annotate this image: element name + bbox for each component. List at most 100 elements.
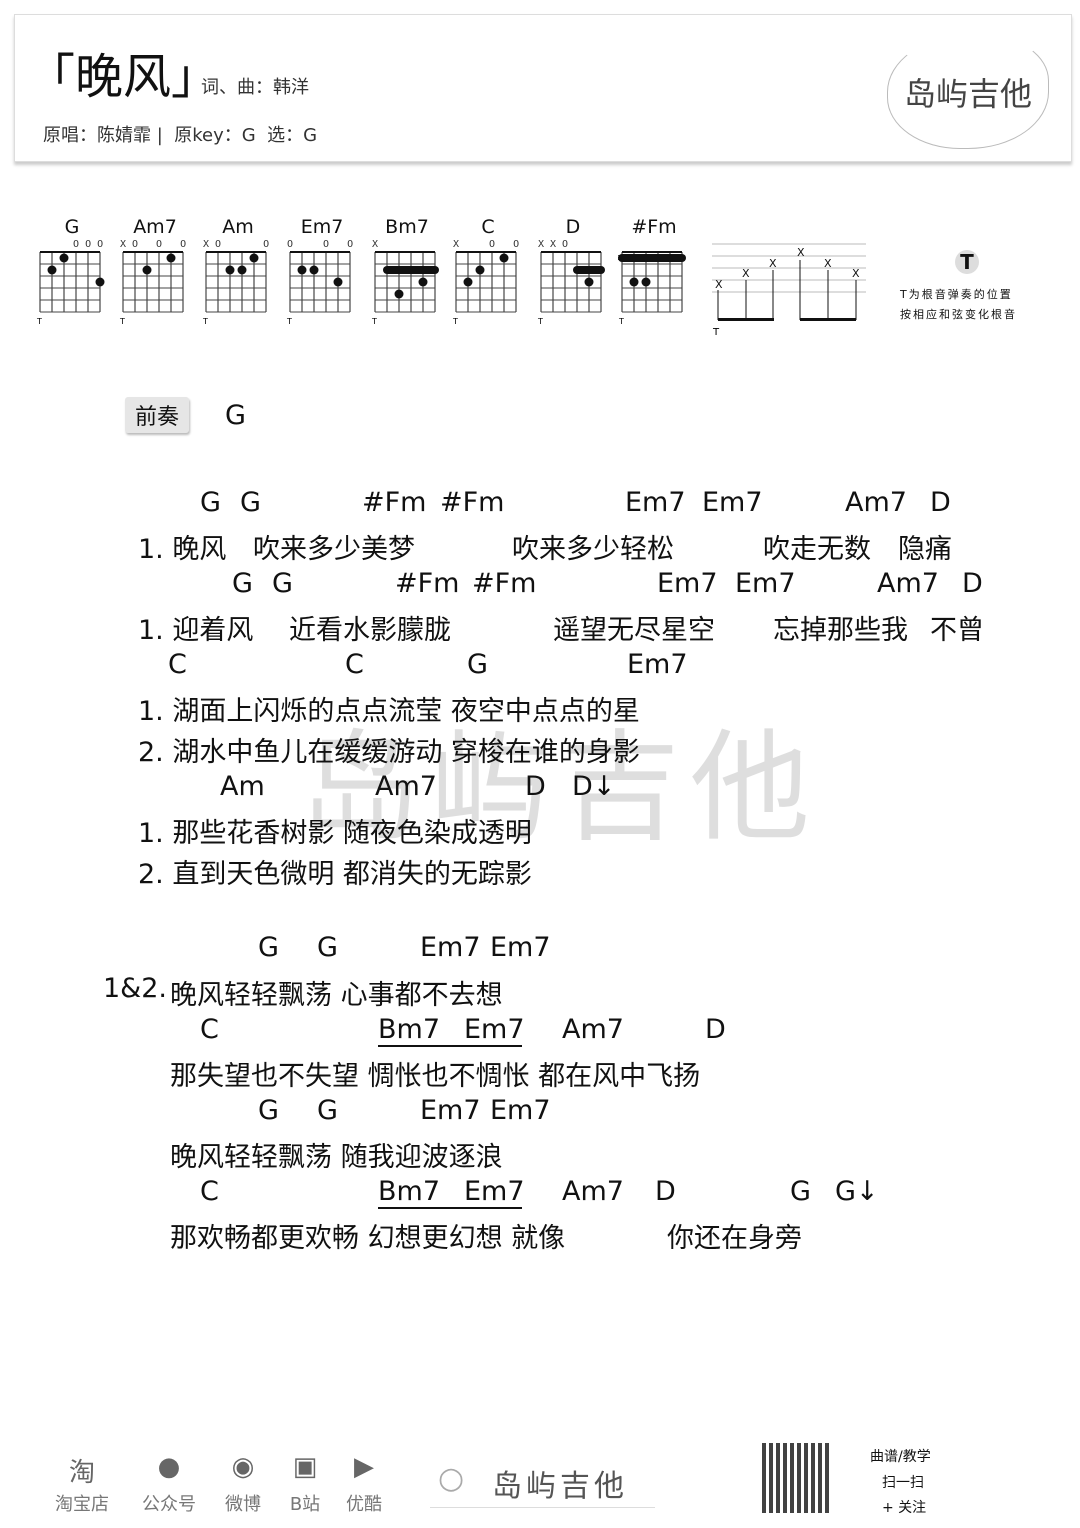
chord: D [525,771,546,802]
youku-icon[interactable]: ▶ [354,1452,374,1482]
chord: D [705,1014,726,1045]
finger-dot [59,253,69,263]
chord-diagram-name: #Fm [631,216,677,238]
chord: Bm7 [378,1176,464,1209]
finger-dot [629,277,639,287]
svg-text:X: X [715,278,723,291]
open-muted-strings: X [372,239,445,250]
credit: 词、曲：韩洋 [201,77,309,98]
finger-dot [237,265,247,275]
open-muted-strings: OOO [37,239,110,250]
qr-text-1: 曲谱/教学 [870,1449,931,1465]
root-marker: T [537,317,543,326]
chord-diagram-C: T [452,251,517,326]
chord: Em7 [702,487,763,518]
chord: Em7 [464,1014,525,1047]
chord: Em7 [420,932,481,963]
chord: Em7 [735,568,796,599]
lyric: 吹来多少美梦 [253,534,415,565]
root-marker: T [371,317,377,326]
lyric: 1. 迎着风 [138,615,254,646]
chord-diagram-Am: T [202,251,267,326]
chord: C [345,649,364,680]
chord: G [467,649,488,680]
svg-text:X: X [824,257,832,270]
bilibili-icon[interactable]: ▣ [292,1452,318,1482]
chord-diagram-name: Em7 [300,216,344,238]
finger-dot [394,289,404,299]
taobao-link[interactable]: 淘宝店 [55,1494,109,1515]
watermark: 岛屿吉他 [300,719,820,858]
lyric: 那失望也不失望 惆怅也不惆怅 都在风中飞扬 [170,1061,701,1092]
chord: Am7 [562,1014,624,1045]
svg-text:T: T [712,327,720,338]
chord: C [200,1176,219,1207]
finger-dot [475,265,485,275]
lyric: 吹来多少轻松 [512,534,674,565]
lyric: 不曾 [930,615,984,646]
taobao-icon[interactable]: 淘 [68,1458,95,1488]
song-info: 原唱：陈婧霏 | 原key：G 选：G [43,125,318,146]
finger-dot [142,265,152,275]
chord: G [317,932,338,963]
open-muted-strings [619,240,691,250]
lyric: 你还在身旁 [667,1223,802,1254]
chord: #Fm [472,568,537,599]
wechat-link[interactable]: 公众号 [142,1494,196,1515]
lyric: 吹走无数 [763,534,871,565]
chord: G↓ [835,1176,879,1207]
root-marker: T [618,317,624,326]
lyric: 1. 那些花香树影 随夜色染成透明 [138,818,532,849]
chord: G [317,1095,338,1126]
root-marker: T [36,317,42,326]
weibo-icon[interactable]: ◉ [231,1452,255,1482]
bilibili-link[interactable]: B站 [289,1494,321,1515]
lyric: 2. 湖水中鱼儿在缓缓游动 穿梭在谁的身影 [138,737,640,768]
finger-dot [225,265,235,275]
chord: D [930,487,951,518]
svg-text:X: X [797,246,805,259]
chord: C [200,1014,219,1045]
lyric: 隐痛 [898,534,952,565]
chord: #Fm [395,568,460,599]
chord: G [200,487,221,518]
finger-dot [166,253,176,263]
chord: Am7 [375,771,437,802]
chord: D↓ [572,771,616,802]
lyric: 近看水影朦胧 [289,615,451,646]
header: 「晚风」 词、曲：韩洋 原唱：陈婧霏 | 原key：G 选：G 岛屿吉他 [14,14,1072,162]
song-title: 「晚风」 [27,49,220,105]
weibo-link[interactable]: 微博 [225,1494,261,1515]
chord: Am7 [877,568,939,599]
chord: Am7 [562,1176,624,1207]
finger-dot [418,277,428,287]
chord-diagram-Em7: T [286,251,351,326]
open-muted-strings: XO O [203,239,276,250]
youku-link[interactable]: 优酷 [346,1494,382,1515]
wechat-icon[interactable]: ● [157,1452,181,1482]
chord: Em7 [464,1176,525,1209]
finger-dot [297,265,307,275]
chord: Em7 [657,568,718,599]
lyric: 忘掉那些我 [773,615,908,646]
barre [618,254,686,262]
finger-dot [499,253,509,263]
chord: G [232,568,253,599]
finger-dot [584,277,594,287]
follow-button[interactable]: + 关注 [882,1500,927,1516]
chord: Bm7 [378,1014,464,1047]
chord: G [790,1176,811,1207]
lyric: 晚风轻轻飘荡 心事都不去想 [170,980,503,1011]
chord: #Fm [362,487,427,518]
chord-diagram-name: Am7 [133,216,177,238]
lyric: 2. 直到天色微明 都消失的无踪影 [138,859,532,890]
search-box[interactable]: ○ 岛屿吉他 [430,1455,655,1508]
intro-label: 前奏 [125,397,190,433]
chord-diagram-#Fm: 2T [618,251,686,326]
chord: Am [220,771,265,802]
lyric: 遥望无尽星空 [553,615,715,646]
chord: Em7 [490,1095,551,1126]
search-icon: ○ [438,1461,465,1496]
chord: G [272,568,293,599]
